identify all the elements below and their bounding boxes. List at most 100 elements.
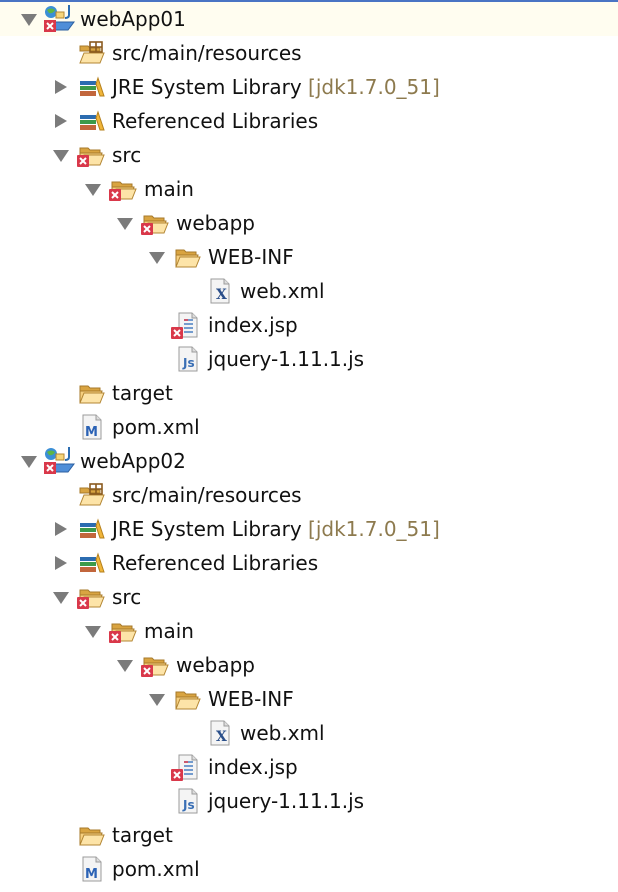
project-name: webApp01 bbox=[80, 7, 186, 31]
tree-item-folder-target[interactable]: target bbox=[0, 376, 618, 410]
expand-arrow-icon[interactable] bbox=[52, 546, 68, 580]
expand-arrow-icon[interactable] bbox=[52, 512, 68, 546]
source-folder-icon bbox=[78, 482, 106, 508]
library-icon bbox=[78, 550, 106, 576]
xml-file-icon: X bbox=[206, 720, 234, 746]
jsp-file-icon bbox=[174, 754, 202, 780]
folder-label: src bbox=[112, 585, 142, 609]
project-name: webApp02 bbox=[80, 449, 186, 473]
javascript-file-icon: Js bbox=[174, 346, 202, 372]
web-project-icon bbox=[42, 4, 76, 34]
web-project-icon bbox=[42, 446, 76, 476]
jre-version-decoration: [jdk1.7.0_51] bbox=[308, 75, 440, 99]
jre-library-label: JRE System Library bbox=[112, 75, 302, 99]
collapse-arrow-icon[interactable] bbox=[116, 648, 133, 682]
library-icon bbox=[78, 108, 106, 134]
folder-label: WEB-INF bbox=[208, 245, 294, 269]
tree-item-referenced-libraries[interactable]: Referenced Libraries bbox=[0, 546, 618, 580]
tree-item-folder-webapp[interactable]: webapp bbox=[0, 648, 618, 682]
file-label: jquery-1.11.1.js bbox=[208, 347, 365, 371]
maven-pom-icon: M bbox=[78, 856, 106, 882]
file-label: jquery-1.11.1.js bbox=[208, 789, 365, 813]
tree-item-referenced-libraries[interactable]: Referenced Libraries bbox=[0, 104, 618, 138]
tree-item-folder-src[interactable]: src bbox=[0, 580, 618, 614]
view-top-border bbox=[0, 0, 618, 2]
svg-text:X: X bbox=[216, 729, 227, 745]
folder-icon bbox=[174, 686, 202, 712]
maven-pom-icon: M bbox=[78, 414, 106, 440]
folder-label: webapp bbox=[176, 653, 256, 677]
file-label: web.xml bbox=[240, 279, 325, 303]
tree-item-folder-web-inf[interactable]: WEB-INF bbox=[0, 240, 618, 274]
tree-item-file-web-xml[interactable]: X web.xml bbox=[0, 716, 618, 750]
file-label: index.jsp bbox=[208, 313, 298, 337]
source-folder-icon bbox=[78, 40, 106, 66]
error-marker-icon bbox=[171, 769, 183, 781]
error-marker-icon bbox=[77, 597, 89, 609]
error-marker-icon bbox=[109, 631, 121, 643]
jre-version-decoration: [jdk1.7.0_51] bbox=[308, 517, 440, 541]
tree-item-file-index-jsp[interactable]: index.jsp bbox=[0, 750, 618, 784]
tree-item-file-jquery-js[interactable]: Js jquery-1.11.1.js bbox=[0, 784, 618, 818]
folder-icon bbox=[174, 244, 202, 270]
tree-item-folder-web-inf[interactable]: WEB-INF bbox=[0, 682, 618, 716]
tree-item-source-folder[interactable]: src/main/resources bbox=[0, 36, 618, 70]
error-marker-icon bbox=[109, 189, 121, 201]
folder-label: WEB-INF bbox=[208, 687, 294, 711]
tree-item-file-jquery-js[interactable]: Js jquery-1.11.1.js bbox=[0, 342, 618, 376]
source-folder-label: src/main/resources bbox=[112, 483, 302, 507]
collapse-arrow-icon[interactable] bbox=[52, 580, 69, 614]
source-folder-label: src/main/resources bbox=[112, 41, 302, 65]
collapse-arrow-icon[interactable] bbox=[148, 240, 165, 274]
tree-item-folder-src[interactable]: src bbox=[0, 138, 618, 172]
error-marker-icon bbox=[141, 223, 153, 235]
error-marker-icon bbox=[141, 665, 153, 677]
tree-item-file-web-xml[interactable]: X web.xml bbox=[0, 274, 618, 308]
expand-arrow-icon[interactable] bbox=[20, 444, 37, 478]
svg-text:X: X bbox=[216, 287, 227, 303]
svg-text:Js: Js bbox=[182, 356, 195, 370]
file-label: web.xml bbox=[240, 721, 325, 745]
tree-item-folder-main[interactable]: main bbox=[0, 172, 618, 206]
svg-text:Js: Js bbox=[182, 798, 195, 812]
library-icon bbox=[78, 74, 106, 100]
folder-label: main bbox=[144, 177, 194, 201]
folder-icon bbox=[78, 822, 106, 848]
xml-file-icon: X bbox=[206, 278, 234, 304]
tree-item-file-pom-xml[interactable]: M pom.xml bbox=[0, 852, 618, 886]
tree-item-file-pom-xml[interactable]: M pom.xml bbox=[0, 410, 618, 444]
collapse-arrow-icon[interactable] bbox=[148, 682, 165, 716]
file-label: index.jsp bbox=[208, 755, 298, 779]
tree-item-jre-library[interactable]: JRE System Library [jdk1.7.0_51] bbox=[0, 512, 618, 546]
expand-arrow-icon[interactable] bbox=[20, 2, 37, 36]
tree-item-jre-library[interactable]: JRE System Library [jdk1.7.0_51] bbox=[0, 70, 618, 104]
tree-item-folder-target[interactable]: target bbox=[0, 818, 618, 852]
folder-label: webapp bbox=[176, 211, 256, 235]
folder-label: target bbox=[112, 823, 173, 847]
collapse-arrow-icon[interactable] bbox=[116, 206, 133, 240]
error-marker-icon bbox=[77, 155, 89, 167]
error-marker-icon bbox=[171, 327, 183, 339]
folder-icon bbox=[78, 380, 106, 406]
jsp-file-icon bbox=[174, 312, 202, 338]
folder-label: src bbox=[112, 143, 142, 167]
svg-text:M: M bbox=[85, 867, 98, 882]
collapse-arrow-icon[interactable] bbox=[84, 614, 101, 648]
tree-item-source-folder[interactable]: src/main/resources bbox=[0, 478, 618, 512]
tree-item-project[interactable]: webApp02 bbox=[0, 444, 618, 478]
tree-item-folder-main[interactable]: main bbox=[0, 614, 618, 648]
tree-item-folder-webapp[interactable]: webapp bbox=[0, 206, 618, 240]
expand-arrow-icon[interactable] bbox=[52, 70, 68, 104]
svg-text:M: M bbox=[85, 425, 98, 440]
collapse-arrow-icon[interactable] bbox=[84, 172, 101, 206]
tree-item-file-index-jsp[interactable]: index.jsp bbox=[0, 308, 618, 342]
tree-item-project[interactable]: webApp01 bbox=[0, 2, 618, 36]
javascript-file-icon: Js bbox=[174, 788, 202, 814]
file-label: pom.xml bbox=[112, 415, 200, 439]
expand-arrow-icon[interactable] bbox=[52, 104, 68, 138]
library-icon bbox=[78, 516, 106, 542]
collapse-arrow-icon[interactable] bbox=[52, 138, 69, 172]
referenced-libraries-label: Referenced Libraries bbox=[112, 109, 319, 133]
jre-library-label: JRE System Library bbox=[112, 517, 302, 541]
